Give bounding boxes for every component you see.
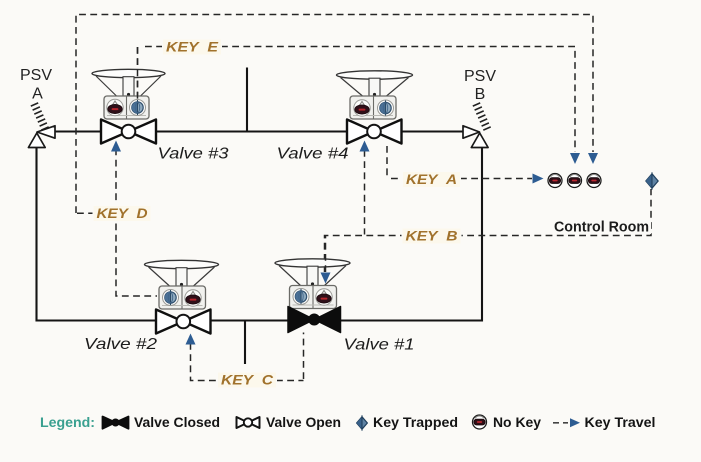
- svg-text:Valve #4: Valve #4: [277, 146, 349, 163]
- svg-text:A: A: [32, 86, 43, 103]
- svg-text:Legend:: Legend:: [40, 414, 95, 430]
- svg-text:KEY B: KEY B: [406, 228, 458, 244]
- svg-text:Valve #2: Valve #2: [84, 336, 157, 353]
- svg-text:Key Trapped: Key Trapped: [373, 414, 458, 430]
- svg-text:Key Travel: Key Travel: [585, 414, 656, 430]
- svg-text:KEY E: KEY E: [166, 39, 219, 55]
- svg-text:PSV: PSV: [20, 67, 52, 84]
- svg-text:KEY A: KEY A: [406, 171, 457, 187]
- svg-text:Valve Closed: Valve Closed: [134, 414, 220, 430]
- svg-text:KEY D: KEY D: [97, 205, 148, 221]
- svg-text:B: B: [475, 86, 486, 103]
- svg-text:Valve #3: Valve #3: [158, 146, 229, 163]
- svg-text:Control Room: Control Room: [554, 220, 649, 236]
- svg-text:KEY C: KEY C: [221, 372, 274, 388]
- svg-text:Valve Open: Valve Open: [266, 414, 341, 430]
- svg-text:PSV: PSV: [464, 68, 496, 85]
- svg-text:Valve #1: Valve #1: [344, 337, 415, 354]
- svg-text:No Key: No Key: [493, 414, 541, 430]
